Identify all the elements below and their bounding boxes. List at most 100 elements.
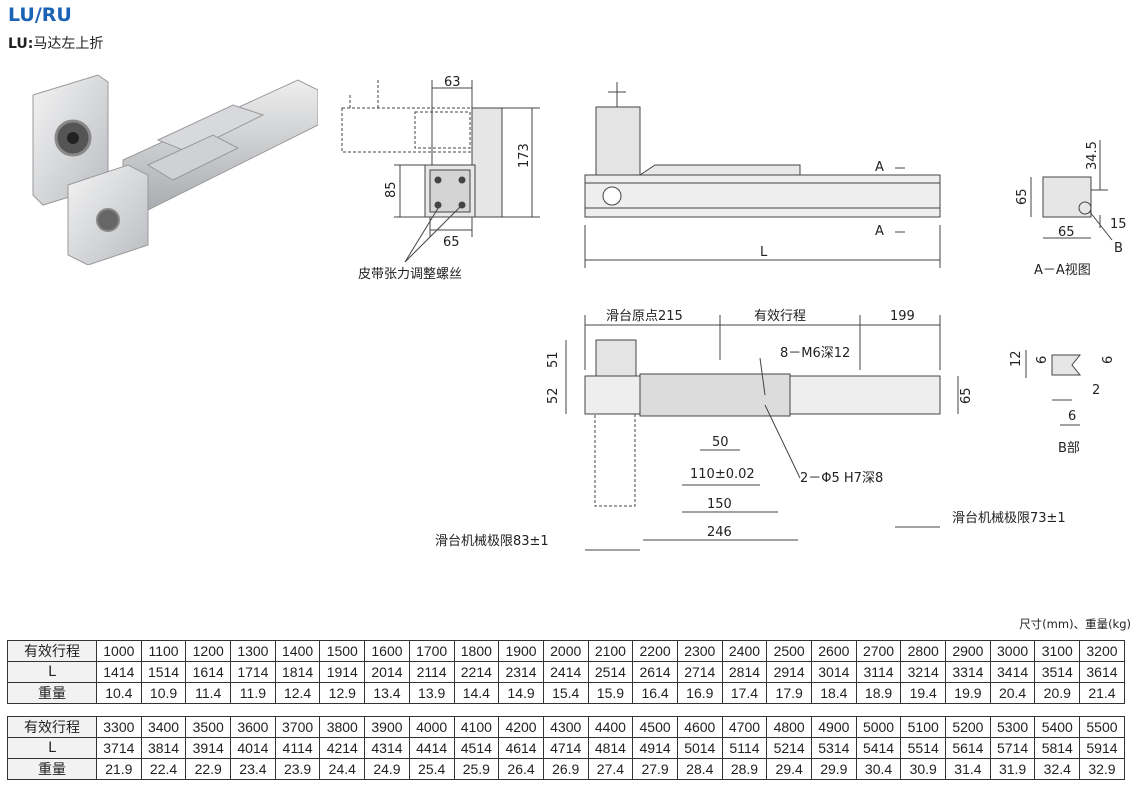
- table-cell: 21.4: [1079, 682, 1125, 704]
- table-cell: 2414: [542, 661, 589, 683]
- table-cell: 12.9: [319, 682, 366, 704]
- table-cell: 4514: [453, 737, 500, 759]
- table-cell: 14.9: [498, 682, 544, 704]
- table-cell: 1300: [230, 640, 276, 662]
- table-cell: 5200: [945, 716, 991, 738]
- table-cell: 12.4: [274, 682, 321, 704]
- table-cell: 1514: [140, 661, 187, 683]
- subtitle-code: LU:: [8, 36, 34, 52]
- section-view: [1030, 140, 1113, 241]
- table-cell: 27.9: [632, 758, 678, 780]
- table-cell: 2200: [632, 640, 678, 662]
- table-cell: 3200: [1079, 640, 1125, 662]
- table-cell: 4114: [274, 737, 321, 759]
- table-cell: 2500: [766, 640, 812, 662]
- table-cell: 4814: [587, 737, 634, 759]
- table-cell: 5214: [766, 737, 812, 759]
- units-note: 尺寸(mm)、重量(kg): [1019, 617, 1131, 631]
- top-dim-65: 65: [959, 387, 974, 404]
- table-cell: 3300: [96, 716, 142, 738]
- table-cell: 1414: [96, 661, 142, 683]
- table-cell: 22.4: [140, 758, 187, 780]
- table-cell: 4400: [587, 716, 634, 738]
- table-cell: 3214: [900, 661, 947, 683]
- side-view: [341, 80, 540, 263]
- table-cell: 2914: [766, 661, 812, 683]
- table-cell: 21.9: [96, 758, 142, 780]
- table-cell: 10.9: [140, 682, 187, 704]
- detail-dim-6b: 6: [1101, 356, 1116, 364]
- detail-dim-6a: 6: [1035, 356, 1050, 364]
- table-cell: 2014: [364, 661, 410, 683]
- table-cell: 5414: [855, 737, 902, 759]
- table-cell: 18.9: [855, 682, 902, 704]
- header-stroke: 有效行程: [7, 640, 97, 662]
- table-cell: 1000: [96, 640, 142, 662]
- table-cell: 20.9: [1034, 682, 1081, 704]
- table-cell: 25.4: [408, 758, 455, 780]
- table-cell: 3100: [1034, 640, 1081, 662]
- front-dim-l: L: [760, 245, 768, 260]
- detail-caption: B部: [1058, 441, 1080, 456]
- table-cell: 28.4: [676, 758, 723, 780]
- table-cell: 32.4: [1034, 758, 1081, 780]
- table-cell: 1100: [140, 640, 187, 662]
- page-subtitle: LU:马达左上折: [8, 33, 103, 53]
- table-cell: 3400: [140, 716, 187, 738]
- table-cell: 1900: [498, 640, 544, 662]
- top-limit-right: 滑台机械极限73±1: [952, 511, 1066, 526]
- section-caption: A－A视图: [1034, 263, 1091, 278]
- table-cell: 3500: [185, 716, 232, 738]
- table-cell: 3000: [989, 640, 1036, 662]
- table-cell: 2400: [721, 640, 768, 662]
- table-cell: 3600: [230, 716, 276, 738]
- top-dim-150: 150: [707, 497, 732, 512]
- table-cell: 1700: [408, 640, 455, 662]
- table-cell: 2114: [408, 661, 455, 683]
- top-callout-pin: 2－Φ5 H7深8: [800, 471, 883, 486]
- page-title: LU/RU: [8, 4, 72, 26]
- table-cell: 3514: [1034, 661, 1081, 683]
- table-cell: 29.9: [811, 758, 857, 780]
- table-cell: 10.4: [96, 682, 142, 704]
- table-cell: 4614: [498, 737, 544, 759]
- detail-dim-12: 12: [1009, 350, 1024, 367]
- header-weight: 重量: [7, 758, 97, 780]
- table-cell: 3714: [96, 737, 142, 759]
- table-cell: 4014: [230, 737, 276, 759]
- table-cell: 5614: [945, 737, 991, 759]
- table-cell: 19.4: [900, 682, 947, 704]
- table-cell: 4900: [811, 716, 857, 738]
- table-cell: 13.9: [408, 682, 455, 704]
- table-cell: 32.9: [1079, 758, 1125, 780]
- table-cell: 27.4: [587, 758, 634, 780]
- subtitle-text: 马达左上折: [33, 36, 104, 52]
- top-dim-50: 50: [712, 435, 729, 450]
- table-cell: 16.9: [676, 682, 723, 704]
- table-cell: 5014: [676, 737, 723, 759]
- table-cell: 4700: [721, 716, 768, 738]
- table-cell: 4800: [766, 716, 812, 738]
- table-cell: 3414: [989, 661, 1036, 683]
- table-cell: 2314: [498, 661, 544, 683]
- top-dim-origin: 滑台原点215: [606, 309, 683, 324]
- table-cell: 5100: [900, 716, 947, 738]
- table-cell: 15.9: [587, 682, 634, 704]
- table-cell: 5314: [811, 737, 857, 759]
- table-cell: 24.4: [319, 758, 366, 780]
- table-cell: 22.9: [185, 758, 232, 780]
- table-cell: 2600: [811, 640, 857, 662]
- detail-dim-6c: 6: [1068, 409, 1076, 424]
- table-cell: 3914: [185, 737, 232, 759]
- table-cell: 2300: [676, 640, 723, 662]
- table-cell: 19.9: [945, 682, 991, 704]
- table-cell: 2800: [900, 640, 947, 662]
- header-l: L: [7, 737, 97, 759]
- table-cell: 4914: [632, 737, 678, 759]
- table-cell: 3114: [855, 661, 902, 683]
- table-cell: 1914: [319, 661, 366, 683]
